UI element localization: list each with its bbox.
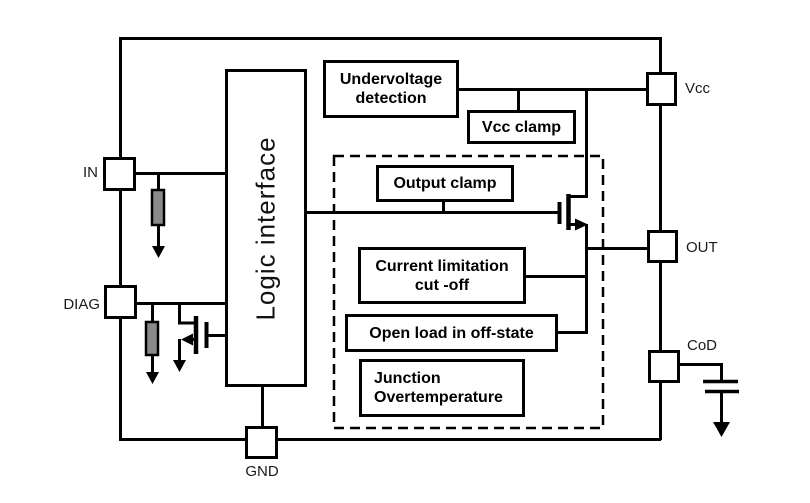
pin-label-out: OUT	[686, 239, 718, 256]
pin-diag	[104, 285, 137, 319]
current-limitation-block: Current limitation cut -off	[358, 247, 526, 304]
gate-wire	[307, 200, 560, 214]
undervoltage-label-line1: Undervoltage	[339, 71, 443, 88]
cod-capacitor	[679, 363, 739, 437]
open-load-block: Open load in off-state	[345, 314, 558, 352]
current-limitation-label-line1: Current limitation	[375, 257, 509, 275]
supply-wire	[458, 88, 648, 111]
down-arrow-icon	[146, 372, 159, 384]
vcc-clamp-block: Vcc clamp	[467, 110, 576, 144]
pin-label-gnd: GND	[245, 463, 279, 480]
output-clamp-block: Output clamp	[376, 165, 514, 202]
left-arrow-icon	[181, 333, 193, 346]
power-mosfet-symbol	[557, 89, 588, 334]
pin-cod	[648, 350, 680, 383]
junction-overtemperature-block: Junction Overtemperature	[359, 359, 525, 417]
junction-label-line1: Junction	[374, 370, 441, 387]
right-arrow-icon	[575, 218, 588, 231]
down-arrow-icon	[173, 360, 186, 372]
pin-vcc	[646, 72, 677, 106]
pin-in	[103, 157, 136, 191]
logic-interface-label: Logic interface	[250, 135, 281, 321]
pin-out	[647, 230, 678, 263]
diag-mosfet-symbol	[173, 303, 225, 372]
pin-label-in: IN	[83, 164, 98, 181]
pin-label-cod: CoD	[687, 337, 718, 354]
vcc-clamp-label: Vcc clamp	[481, 118, 562, 136]
current-limitation-label-line2: cut -off	[414, 276, 470, 294]
open-load-label: Open load in off-state	[369, 324, 534, 342]
undervoltage-label-line2: detection	[355, 90, 427, 107]
logic-interface-block: Logic interface	[225, 69, 307, 387]
junction-label-line2: Overtemperature	[374, 389, 503, 406]
output-clamp-label: Output clamp	[393, 175, 497, 192]
in-pulldown-resistor	[150, 173, 166, 258]
pin-gnd	[245, 426, 278, 459]
undervoltage-detection-block: Undervoltage detection	[323, 60, 459, 118]
down-arrow-icon	[713, 422, 730, 437]
protection-dashed-box	[332, 154, 605, 430]
pin-label-diag: DIAG	[63, 296, 100, 313]
diag-pulldown-resistor	[144, 303, 160, 384]
down-arrow-icon	[152, 246, 165, 258]
pin-label-vcc: Vcc	[685, 80, 711, 97]
